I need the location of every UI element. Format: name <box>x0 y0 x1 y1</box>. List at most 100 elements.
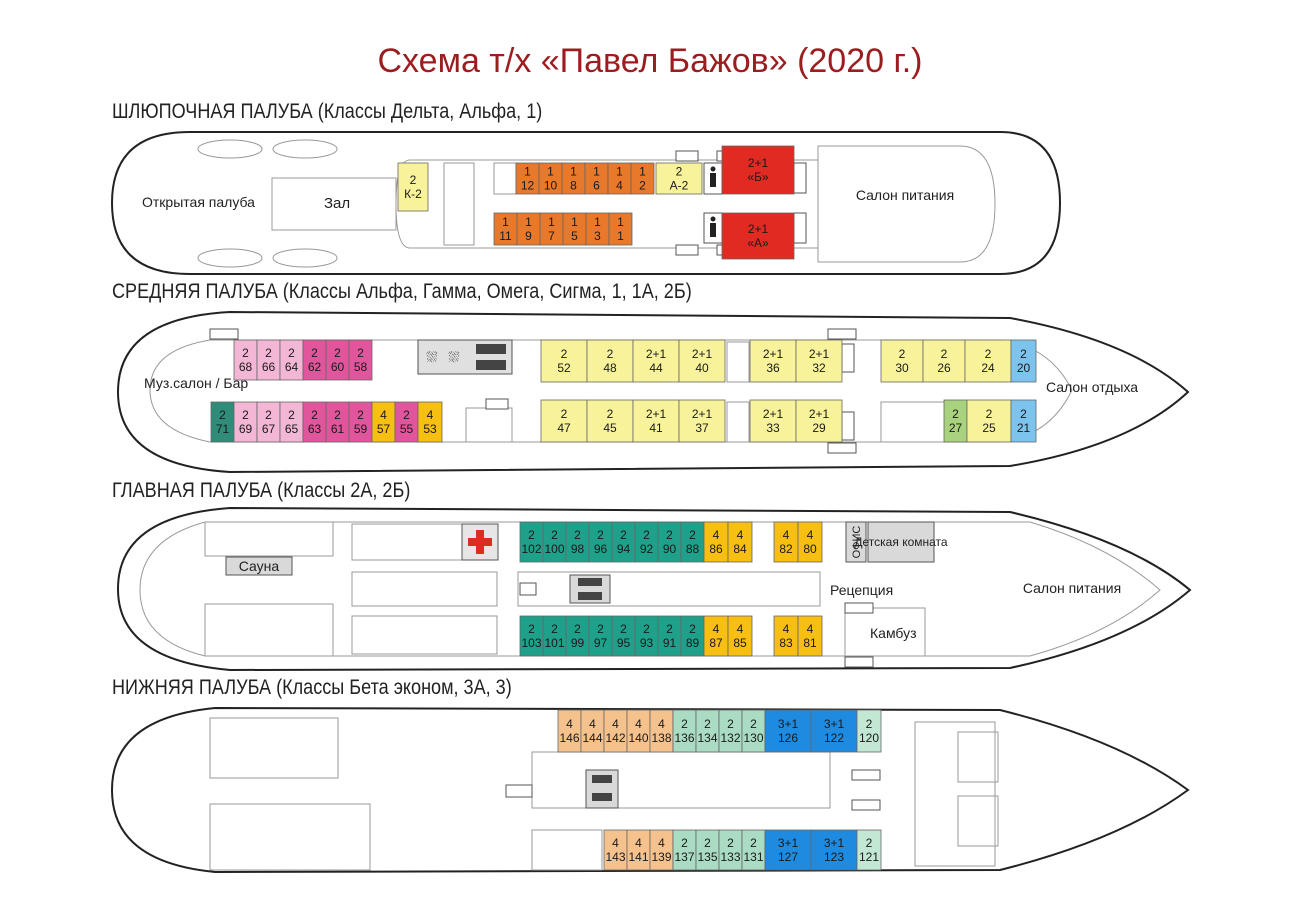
cabin-93[interactable]: 293 <box>634 615 659 657</box>
cabin-48[interactable]: 248 <box>586 339 634 383</box>
cabin-85[interactable]: 485 <box>727 615 753 657</box>
cabin-21[interactable]: 221 <box>1010 399 1037 443</box>
cabin-9[interactable]: 19 <box>516 212 541 246</box>
cabin-6[interactable]: 16 <box>584 162 609 195</box>
cabin-82[interactable]: 482 <box>773 521 799 563</box>
cabin-capacity: 2 <box>941 347 948 361</box>
cabin-47[interactable]: 247 <box>540 399 588 443</box>
cabin-36[interactable]: 2+136 <box>749 339 797 383</box>
cabin-3[interactable]: 13 <box>585 212 610 246</box>
cabin-60[interactable]: 260 <box>325 339 350 381</box>
cabin-К-2[interactable]: 2К-2 <box>397 162 429 212</box>
cabin-71[interactable]: 271 <box>210 401 235 443</box>
cabin-30[interactable]: 230 <box>880 339 924 383</box>
cabin-65[interactable]: 265 <box>279 401 304 443</box>
cabin-66[interactable]: 266 <box>256 339 281 381</box>
cabin-55[interactable]: 255 <box>394 401 419 443</box>
cabin-80[interactable]: 480 <box>797 521 823 563</box>
cabin-53[interactable]: 453 <box>417 401 443 443</box>
cabin-А-2[interactable]: 2А-2 <box>655 162 703 195</box>
cabin-67[interactable]: 267 <box>256 401 281 443</box>
cabin-40[interactable]: 2+140 <box>678 339 726 383</box>
cabin-capacity: 3+1 <box>824 836 845 850</box>
cabin-7[interactable]: 17 <box>539 212 564 246</box>
cabin-37[interactable]: 2+137 <box>678 399 726 443</box>
cabin-98[interactable]: 298 <box>565 521 590 563</box>
cabin-11[interactable]: 111 <box>493 212 518 246</box>
cabin-87[interactable]: 487 <box>703 615 729 657</box>
cabin-41[interactable]: 2+141 <box>632 399 680 443</box>
cabin-20[interactable]: 220 <box>1010 339 1037 383</box>
cabin-83[interactable]: 483 <box>773 615 799 657</box>
cabin-52[interactable]: 252 <box>540 339 588 383</box>
cabin-92[interactable]: 292 <box>634 521 659 563</box>
cabin-88[interactable]: 288 <box>680 521 705 563</box>
cabin-99[interactable]: 299 <box>565 615 590 657</box>
cabin-61[interactable]: 261 <box>325 401 350 443</box>
cabin-Б[interactable]: 2+1«Б» <box>721 145 795 195</box>
cabin-96[interactable]: 296 <box>588 521 613 563</box>
cabin-63[interactable]: 263 <box>302 401 327 443</box>
cabin-2[interactable]: 12 <box>630 162 655 195</box>
cabin-68[interactable]: 268 <box>233 339 258 381</box>
cabin-58[interactable]: 258 <box>348 339 373 381</box>
cabin-А[interactable]: 2+1«А» <box>721 212 795 260</box>
cabin-95[interactable]: 295 <box>611 615 636 657</box>
cabin-5[interactable]: 15 <box>562 212 587 246</box>
cabin-81[interactable]: 481 <box>797 615 823 657</box>
cabin-57[interactable]: 457 <box>371 401 396 443</box>
cabin-86[interactable]: 486 <box>703 521 729 563</box>
cabin-44[interactable]: 2+144 <box>632 339 680 383</box>
cabin-4[interactable]: 14 <box>607 162 632 195</box>
cabin-27[interactable]: 227 <box>943 399 968 443</box>
cabin-32[interactable]: 2+132 <box>795 339 843 383</box>
cabin-89[interactable]: 289 <box>680 615 705 657</box>
cabin-12[interactable]: 112 <box>515 162 540 195</box>
cabin-33[interactable]: 2+133 <box>749 399 797 443</box>
cabin-24[interactable]: 224 <box>964 339 1012 383</box>
cabin-1[interactable]: 11 <box>608 212 633 246</box>
cabin-10[interactable]: 110 <box>538 162 563 195</box>
cabin-8[interactable]: 18 <box>561 162 586 195</box>
cabin-25[interactable]: 225 <box>966 399 1012 443</box>
cabin-94[interactable]: 294 <box>611 521 636 563</box>
cabin-45[interactable]: 245 <box>586 399 634 443</box>
cabin-62[interactable]: 262 <box>302 339 327 381</box>
cabin-59[interactable]: 259 <box>348 401 373 443</box>
cabin-64[interactable]: 264 <box>279 339 304 381</box>
wc-icon <box>703 162 723 244</box>
cabin-84[interactable]: 484 <box>727 521 753 563</box>
cabin-26[interactable]: 226 <box>922 339 966 383</box>
cabin-69[interactable]: 269 <box>233 401 258 443</box>
cabin-97[interactable]: 297 <box>588 615 613 657</box>
cabin-90[interactable]: 290 <box>657 521 682 563</box>
cabin-91[interactable]: 291 <box>657 615 682 657</box>
cabin-29[interactable]: 2+129 <box>795 399 843 443</box>
